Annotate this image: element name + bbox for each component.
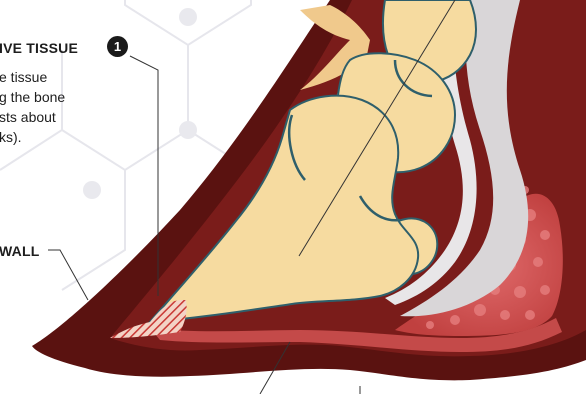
callout-number-badge: 1 [107,36,128,57]
callout-description-line-2: g the bone [0,88,65,108]
callout-description-line-4: ks). [0,128,22,148]
callout-connective-tissue-heading: IVE TISSUE [0,40,78,56]
callout-description-line-1: e tissue [0,68,47,88]
callout-description-line-3: sts about [0,108,56,128]
leader-line-wall [48,250,88,300]
callout-wall-heading: WALL [0,243,39,259]
